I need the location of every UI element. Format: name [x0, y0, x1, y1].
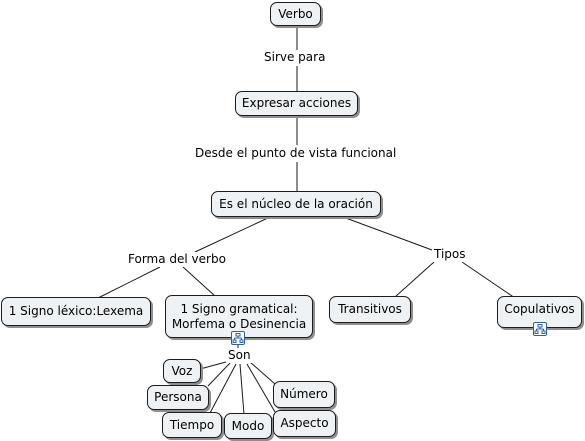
node-signo-gramatical[interactable]: 1 Signo gramatical: Morfema o Desinencia [165, 295, 313, 338]
line-forma-gramatical [182, 266, 216, 297]
node-aspecto[interactable]: Aspecto [273, 410, 336, 437]
link-label-desde: Desde el punto de vista funcional [193, 146, 399, 161]
node-expresar-acciones-label: Expresar acciones [241, 96, 352, 110]
node-tiempo[interactable]: Tiempo [162, 412, 222, 438]
node-aspecto-label: Aspecto [280, 416, 329, 430]
line-son-voz [199, 361, 227, 370]
node-expresar-acciones[interactable]: Expresar acciones [235, 91, 358, 116]
node-numero[interactable]: Número [273, 381, 335, 408]
link-label-sirve-para: Sirve para [262, 50, 328, 65]
line-nucleo-tipos [342, 216, 433, 251]
node-signo-gramatical-line1: 1 Signo gramatical: [180, 301, 298, 316]
line-nucleo-forma [194, 216, 271, 253]
node-modo-label: Modo [231, 418, 265, 433]
line-son-persona [207, 362, 231, 387]
line-tipos-copulativos [461, 261, 516, 299]
link-label-son: Son [226, 348, 253, 363]
line-forma-lexico [97, 266, 161, 299]
node-copulativos-label: Copulativos [504, 302, 575, 316]
line-son-numero [249, 361, 276, 385]
node-persona[interactable]: Persona [147, 385, 209, 410]
node-transitivos[interactable]: Transitivos [329, 296, 411, 323]
submap-icon[interactable] [533, 322, 547, 336]
node-tiempo-label: Tiempo [169, 417, 215, 432]
node-nucleo[interactable]: Es el núcleo de la oración [211, 191, 381, 217]
node-transitivos-label: Transitivos [338, 302, 402, 316]
node-nucleo-label: Es el núcleo de la oración [219, 196, 373, 211]
line-tipos-transitivos [394, 261, 435, 298]
line-son-tiempo [209, 363, 237, 414]
node-signo-lexico-label: 1 Signo léxico:Lexema [8, 304, 144, 318]
node-persona-label: Persona [154, 390, 202, 404]
line-son-aspecto [246, 363, 276, 413]
node-signo-gramatical-line2: Morfema o Desinencia [171, 316, 307, 331]
link-label-forma: Forma del verbo [126, 252, 228, 267]
submap-icon[interactable] [231, 331, 245, 345]
link-label-tipos: Tipos [432, 247, 468, 262]
node-modo[interactable]: Modo [224, 413, 272, 439]
node-signo-lexico[interactable]: 1 Signo léxico:Lexema [1, 297, 151, 326]
node-verbo[interactable]: Verbo [270, 2, 321, 26]
line-son-modo [239, 363, 245, 415]
node-numero-label: Número [280, 387, 328, 401]
node-voz[interactable]: Voz [163, 359, 201, 383]
node-voz-label: Voz [171, 363, 193, 378]
node-verbo-label: Verbo [278, 6, 313, 21]
